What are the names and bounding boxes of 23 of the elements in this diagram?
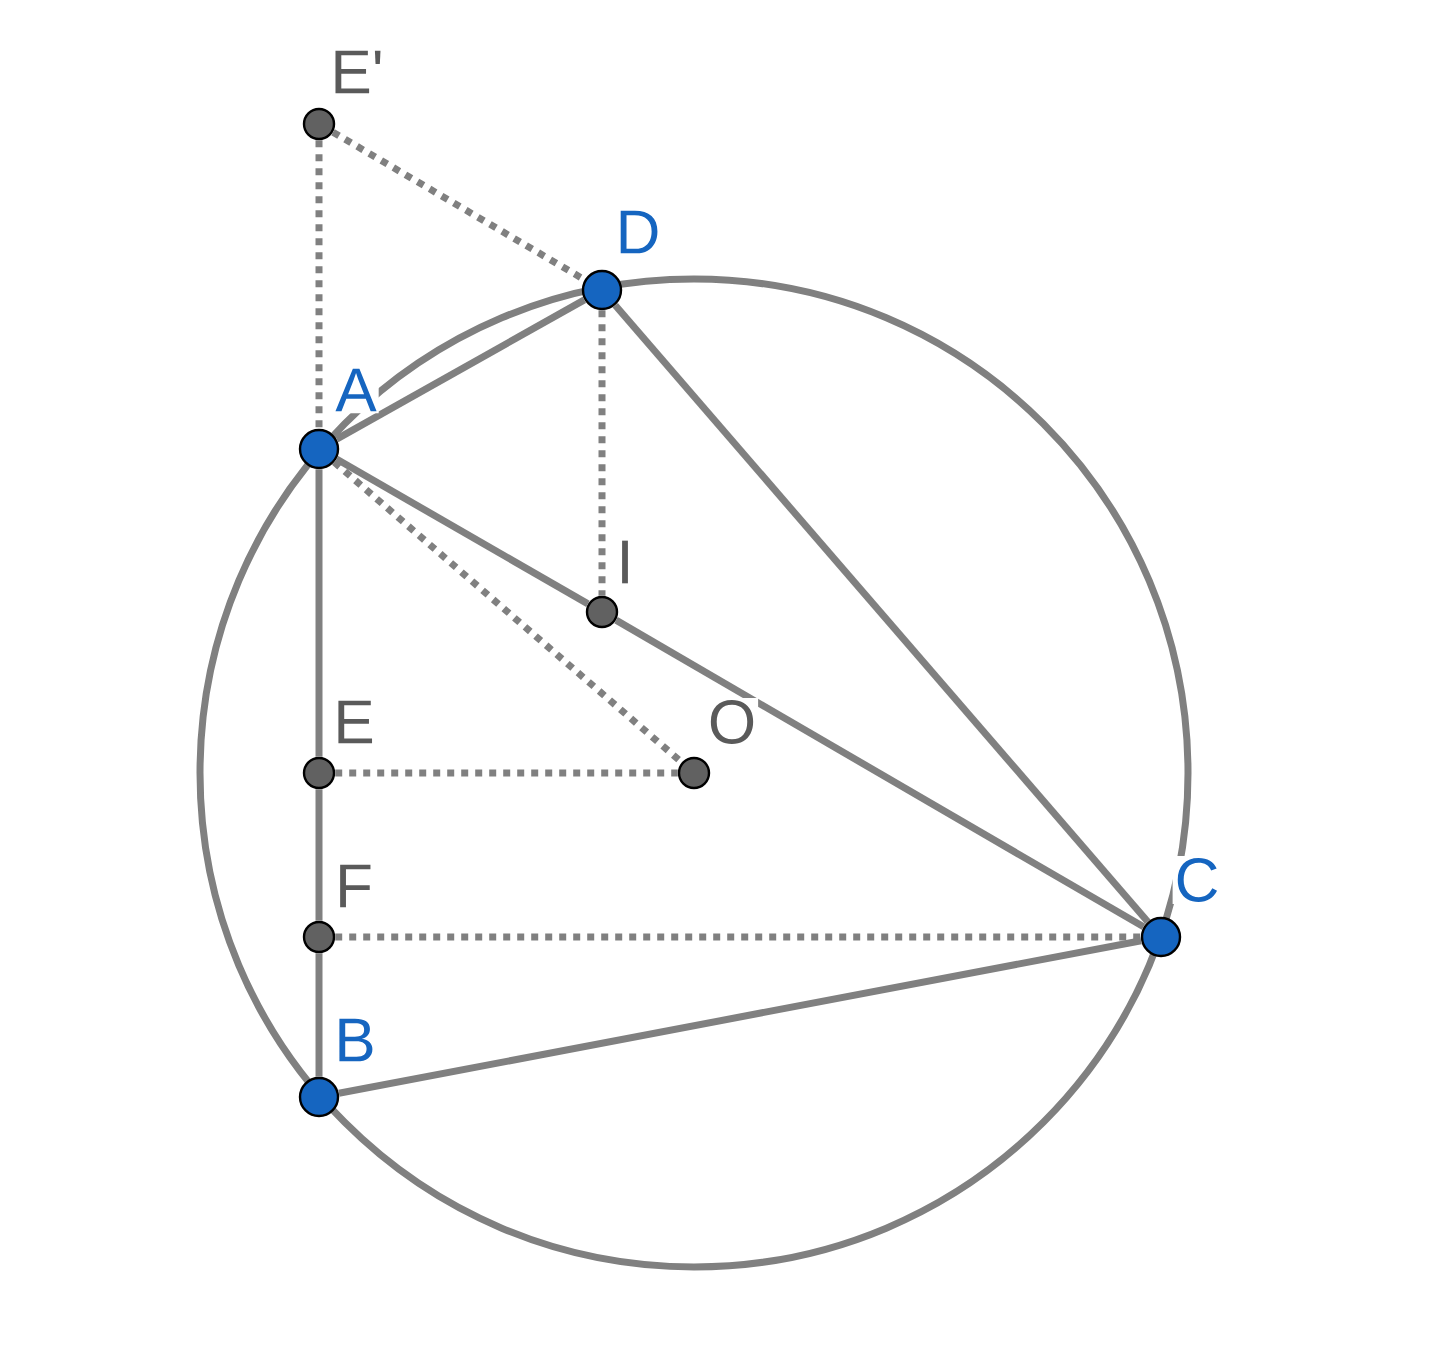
point [302,920,336,954]
point-label: O [705,698,759,746]
point [581,269,623,311]
point [585,595,619,629]
point-label: I [614,538,636,586]
point-label: E [331,698,377,746]
segment [614,617,1146,930]
segment [334,296,587,443]
point-label: C [1172,856,1222,904]
segment [612,303,1151,924]
point-label: E' [328,48,386,96]
point [302,756,336,790]
segment [334,456,590,607]
point [302,107,336,141]
point [298,1076,340,1118]
point-label: F [333,862,375,910]
point [677,756,711,790]
point [1140,916,1182,958]
point-label: A [333,366,379,414]
point-label: D [613,208,663,256]
segment [338,937,1142,1097]
point [298,428,340,470]
point-label: B [332,1016,378,1064]
